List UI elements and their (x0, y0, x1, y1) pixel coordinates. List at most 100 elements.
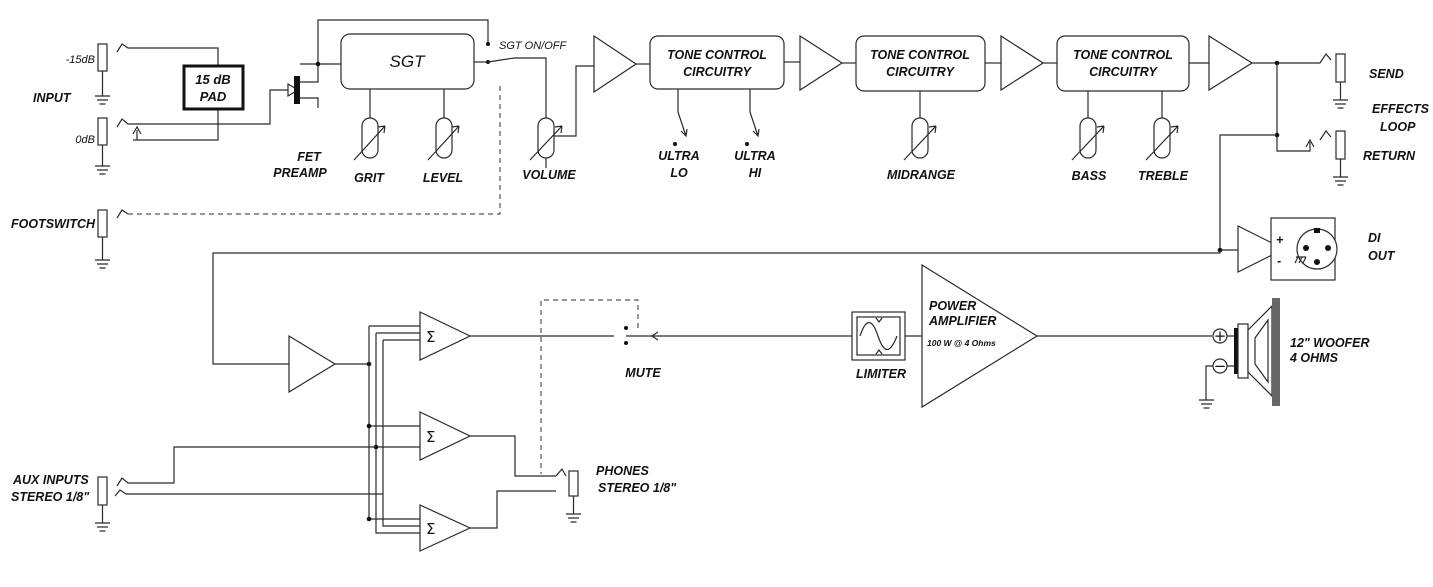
buffer-amp-4 (1208, 34, 1254, 92)
input-section: 15 dB PAD -15dB 0dB INPUT (33, 43, 288, 175)
treble-adjust-arrow (1145, 125, 1179, 161)
midrange-adjust-arrow (903, 125, 937, 161)
volume-adjust-arrow (529, 125, 563, 161)
speaker-minus-symbol: − (1214, 357, 1227, 375)
ultra-lo-switch (677, 89, 688, 138)
di-out-section: + - DI OUT (212, 217, 1396, 365)
effects-loop-section: SEND EFFECTS LOOP RETURN (1219, 52, 1430, 251)
buffer-amp-2 (799, 34, 844, 92)
speaker-label-line2: 4 OHMS (1289, 351, 1339, 365)
aux-label-line1: AUX INPUTS (12, 473, 89, 487)
limiter-label: LIMITER (856, 367, 906, 381)
grit-label: GRIT (354, 171, 385, 185)
phones-left-wire (470, 435, 556, 477)
speaker-plus-symbol: + (1214, 327, 1227, 345)
level-adjust-arrow (427, 125, 460, 161)
pad-label-line1: 15 dB (195, 72, 230, 87)
volume-knob (537, 117, 555, 159)
footswitch-control-line (128, 82, 501, 215)
summing-symbol: Σ (426, 520, 435, 538)
ground-icon (95, 505, 110, 532)
di-plus: + (1276, 233, 1284, 247)
tone-control-block-3 (1056, 35, 1190, 92)
buffer-amp-1 (593, 34, 638, 94)
ultra-lo-label-line2: LO (670, 166, 688, 180)
di-label-line2: OUT (1368, 249, 1396, 263)
di-label-line1: DI (1368, 231, 1381, 245)
input-jack-high (97, 43, 108, 72)
power-section: LIMITER POWER AMPLIFIER 100 W @ 4 Ohms +… (851, 263, 1370, 409)
aux-input-jack (97, 476, 108, 506)
footswitch-section: FOOTSWITCH (11, 82, 501, 269)
fet-label-line1: FET (297, 150, 322, 164)
mixer-section: Σ Σ Σ MUTE PHONES STEREO 1/8" AUX INPUTS… (11, 299, 852, 552)
preamp-section: FET PREAMP SGT SGT ON/OFF GRIT LEVEL VOL… (273, 19, 594, 185)
mute-control-line (540, 299, 639, 474)
midrange-knob (911, 117, 929, 159)
sgt-switch-arm (487, 57, 547, 140)
power-amp-label-line2: AMPLIFIER (928, 314, 996, 328)
clip-markers (875, 317, 883, 355)
ground-icon (95, 71, 110, 105)
bass-adjust-arrow (1071, 125, 1105, 161)
summing-symbol: Σ (426, 328, 435, 346)
grit-knob (361, 117, 379, 159)
fet-label-line2: PREAMP (273, 166, 327, 180)
ground-icon (95, 145, 110, 175)
input-low-signal (116, 89, 288, 128)
treble-label: TREBLE (1138, 169, 1189, 183)
summing-symbol: Σ (426, 428, 435, 446)
fet-wiring (300, 19, 489, 108)
return-line (1219, 129, 1332, 251)
power-amplifier-block (921, 263, 1039, 409)
effects-normal-line (1276, 63, 1315, 152)
send-jack (1335, 53, 1346, 83)
speaker-label-line1: 12" WOOFER (1290, 336, 1370, 350)
treble-knob (1153, 117, 1171, 159)
aux-right-wire (114, 489, 383, 497)
speaker-frame (1272, 298, 1280, 406)
tone-block-1-line2: CIRCUITRY (683, 65, 752, 79)
tone-block-2-line1: TONE CONTROL (870, 48, 970, 62)
effects-loop-label-line1: EFFECTS (1372, 102, 1430, 116)
speaker-cone (1254, 318, 1269, 384)
volume-label: VOLUME (522, 168, 576, 182)
tone-section: TONE CONTROL CIRCUITRY ULTRA LO ULTRA HI… (593, 34, 1254, 183)
bass-knob (1079, 117, 1097, 159)
pad-block (182, 64, 245, 111)
ultra-hi-label-line2: HI (749, 166, 762, 180)
mute-arrow (650, 331, 659, 341)
summing-amp-phones-right (419, 504, 472, 552)
fet-arrow (287, 82, 300, 98)
ultra-hi-label-line1: ULTRA (734, 149, 775, 163)
chassis-ground-icon (1294, 256, 1307, 264)
tone-block-3-line2: CIRCUITRY (1089, 65, 1158, 79)
fet-gate (294, 76, 300, 104)
sum1-inputs (369, 325, 420, 341)
power-amp-label-line1: POWER (929, 299, 976, 313)
di-minus: - (1277, 254, 1281, 268)
tone-control-block-2 (855, 35, 986, 92)
ground-icon (1333, 82, 1348, 109)
sum3-inputs (369, 447, 420, 534)
tone-block-2-line2: CIRCUITRY (886, 65, 955, 79)
input-level-high-label: -15dB (66, 54, 95, 66)
buffer-amp-3 (1000, 34, 1045, 92)
tone-control-block-1 (649, 35, 785, 90)
phones-contact (555, 467, 567, 477)
footswitch-label: FOOTSWITCH (11, 217, 96, 231)
mute-label: MUTE (625, 366, 661, 380)
tone-block-1-line1: TONE CONTROL (667, 48, 767, 62)
volume-wiper (554, 65, 594, 137)
input-label: INPUT (33, 91, 72, 105)
sine-wave-icon (859, 321, 898, 351)
footswitch-contact (116, 209, 129, 219)
bass-treble-leads (1087, 91, 1163, 118)
speaker-leads (1227, 335, 1234, 367)
return-label: RETURN (1363, 149, 1416, 163)
input-level-low-label: 0dB (75, 134, 95, 146)
speaker-magnet (1234, 328, 1238, 374)
send-label: SEND (1369, 67, 1404, 81)
di-driver-amp (1237, 225, 1286, 273)
